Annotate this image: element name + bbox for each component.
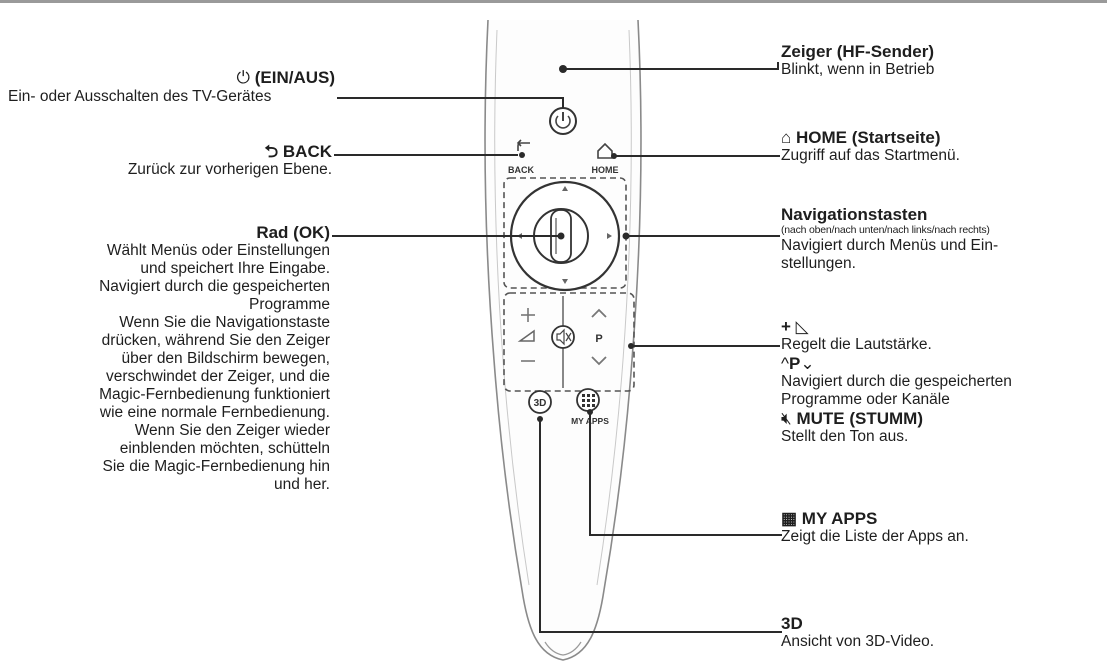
- back-button[interactable]: BACK: [508, 139, 534, 175]
- wheel-desc-line: Wenn Sie den Zeiger wieder: [134, 422, 330, 439]
- wheel-desc-line: Wählt Menüs oder Einstellungen: [106, 242, 330, 259]
- chevron-down-icon: ⌄: [800, 354, 815, 373]
- wheel-desc-line: wie eine normale Fernbedienung.: [99, 404, 330, 421]
- mute-desc: Stellt den Ton aus.: [781, 428, 909, 445]
- power-title-text: (EIN/AUS): [254, 68, 335, 87]
- wheel-desc-line: Magic-Fernbedienung funktioniert: [99, 386, 330, 403]
- wheel-desc-line: einblenden möchten, schütteln: [119, 440, 330, 457]
- power-icon: ⏻: [236, 68, 250, 87]
- home-icon: ⌂: [781, 128, 792, 147]
- home-label: ⌂ HOME (Startseite) Zugriff auf das Star…: [781, 128, 1101, 165]
- program-desc-line: Navigiert durch die gespeicherten: [781, 373, 1012, 390]
- nav-down-icon: [562, 279, 568, 284]
- back-key-label: BACK: [508, 165, 534, 175]
- volume-up-button[interactable]: [521, 308, 535, 322]
- volume-program-area: [503, 292, 635, 392]
- callout-myapps: [589, 412, 782, 536]
- wheel-title: Rad (OK): [256, 223, 330, 242]
- threed-title: 3D: [781, 614, 803, 633]
- nav-up-icon: [562, 186, 568, 191]
- back-title: ⮌ BACK: [30, 142, 332, 161]
- volume-desc: Regelt die Lautstärke.: [781, 336, 932, 353]
- chevron-down-icon: [591, 356, 607, 366]
- home-desc: Zugriff auf das Startmenü.: [781, 147, 960, 164]
- mute-title-text: MUTE (STUMM): [796, 409, 923, 428]
- wheel-desc-line: und speichert Ihre Eingabe.: [140, 260, 330, 277]
- program-key-label: P: [595, 333, 602, 345]
- pointer-title: Zeiger (HF-Sender): [781, 42, 935, 61]
- mute-title: 🔇︎ MUTE (STUMM): [781, 409, 1103, 428]
- back-arrow-icon: [516, 139, 530, 151]
- 3d-key-label: 3D: [534, 398, 547, 409]
- callout-power: [337, 97, 564, 108]
- program-title: ^P⌄: [781, 354, 1103, 373]
- threed-desc: Ansicht von 3D-Video.: [781, 633, 935, 650]
- myapps-title: ▦ MY APPS: [781, 509, 1101, 528]
- volume-icon: [517, 329, 535, 342]
- apps-grid-icon: ▦: [781, 509, 798, 528]
- power-label: ⏻ (EIN/AUS): [10, 68, 335, 87]
- nav-desc-line: stellungen.: [781, 255, 856, 272]
- volume-label: + ◺ Regelt die Lautstärke. ^P⌄ Navigiert…: [781, 317, 1103, 446]
- mute-button[interactable]: [551, 325, 575, 349]
- wheel-desc-line: über den Bildschirm bewegen,: [121, 350, 330, 367]
- wheel-desc-line: verschwindet der Zeiger, und die: [105, 368, 330, 385]
- myapps-title-text: MY APPS: [801, 509, 878, 528]
- power-desc: Ein- oder Ausschalten des TV-Gerätes: [8, 88, 272, 105]
- wheel-desc-line: Programme: [249, 296, 330, 313]
- callout-pointer: [563, 62, 779, 70]
- volume-icon: ◺: [795, 317, 809, 336]
- volume-plus-text: +: [781, 317, 791, 336]
- wheel-desc-line: drücken, während Sie den Zeiger: [101, 332, 330, 349]
- nav-right-icon: [607, 233, 612, 239]
- back-icon: ⮌: [264, 142, 279, 161]
- home-key-label: HOME: [592, 165, 619, 175]
- power-button[interactable]: [549, 107, 577, 135]
- nav-desc-line: Navigiert durch Menüs und Ein-: [781, 237, 999, 254]
- 3d-button[interactable]: 3D: [528, 390, 552, 414]
- nav-label: Navigationstasten (nach oben/nach unten/…: [781, 205, 1103, 273]
- program-down-button[interactable]: [591, 356, 607, 366]
- power-desc-label: Ein- oder Ausschalten des TV-Gerätes: [8, 88, 338, 106]
- callout-lines: [332, 62, 782, 633]
- back-desc: Zurück zur vorherigen Ebene.: [127, 161, 332, 178]
- callout-3d: [539, 419, 782, 633]
- top-rule: [0, 0, 1107, 3]
- mute-icon: 🔇︎: [781, 409, 792, 428]
- power-title: ⏻ (EIN/AUS): [10, 68, 335, 87]
- wheel-desc-line: Sie die Magic-Fernbedienung hin: [102, 458, 330, 475]
- nav-title: Navigationstasten: [781, 205, 928, 224]
- pointer-label: Zeiger (HF-Sender) Blinkt, wenn in Betri…: [781, 42, 1101, 79]
- back-label: ⮌ BACK Zurück zur vorherigen Ebene.: [30, 142, 332, 179]
- wheel-desc: Wählt Menüs oder Einstellungen und speic…: [20, 242, 330, 494]
- volume-title: + ◺: [781, 317, 1103, 336]
- wheel-desc-line: und her.: [273, 476, 330, 493]
- home-title-text: HOME (Startseite): [796, 128, 941, 147]
- program-title-text: P: [788, 354, 801, 373]
- threed-label: 3D Ansicht von 3D-Video.: [781, 614, 1101, 651]
- chevron-up-icon: ^: [781, 354, 789, 373]
- program-desc-line: Programme oder Kanäle: [781, 391, 950, 408]
- nav-directions: (nach oben/nach unten/nach links/nach re…: [781, 224, 990, 236]
- wheel-desc-line: Wenn Sie die Navigationstaste: [119, 314, 330, 331]
- myapps-label: ▦ MY APPS Zeigt die Liste der Apps an.: [781, 509, 1101, 546]
- pointer-desc: Blinkt, wenn in Betrieb: [781, 61, 935, 78]
- wheel-label: Rad (OK) Wählt Menüs oder Einstellungen …: [20, 223, 330, 494]
- myapps-desc: Zeigt die Liste der Apps an.: [781, 528, 969, 545]
- home-title: ⌂ HOME (Startseite): [781, 128, 1101, 147]
- apps-grid-icon: [582, 394, 595, 407]
- chevron-up-icon: [591, 308, 607, 318]
- mute-icon: [556, 328, 565, 346]
- back-title-text: BACK: [282, 142, 332, 161]
- program-up-button[interactable]: [591, 308, 607, 318]
- wheel-desc-line: Navigiert durch die gespeicherten: [99, 278, 330, 295]
